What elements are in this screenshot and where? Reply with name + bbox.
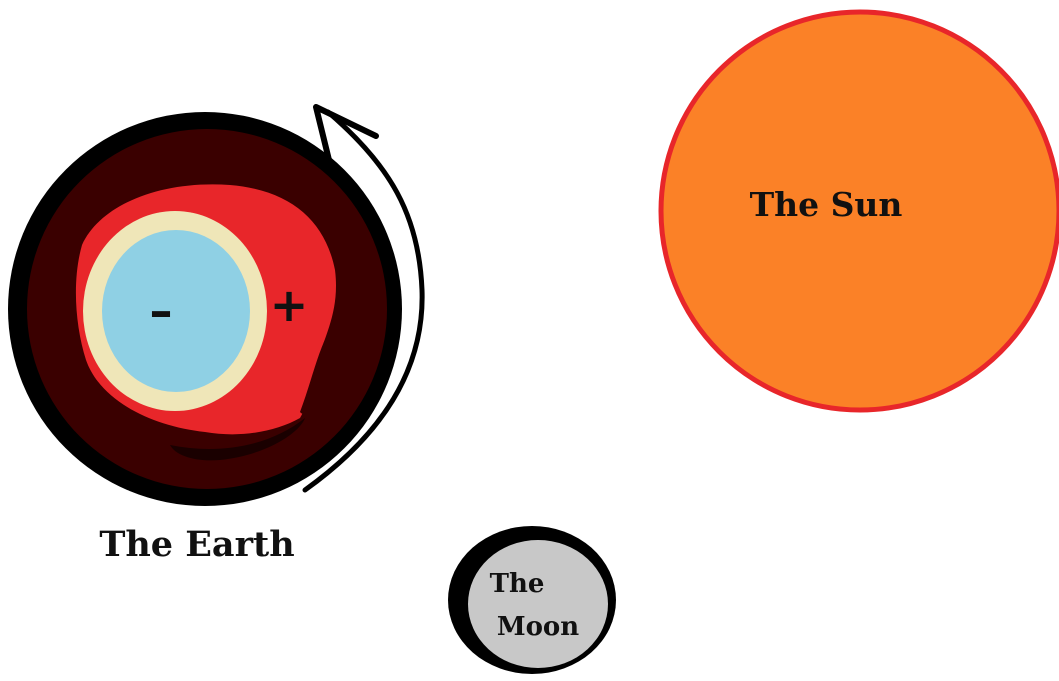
negative-charge-symbol: – xyxy=(150,284,173,338)
moon-label-line2: Moon xyxy=(497,612,579,642)
sun: The Sun xyxy=(661,12,1059,410)
moon-disc xyxy=(468,540,608,668)
moon: The Moon xyxy=(448,526,616,674)
earth-inner-core xyxy=(102,230,250,392)
sun-label: The Sun xyxy=(750,185,903,224)
positive-charge-symbol: + xyxy=(270,278,309,332)
earth-label: The Earth xyxy=(99,524,294,565)
moon-label-line1: The xyxy=(490,569,545,599)
earth: – + The Earth xyxy=(8,112,402,565)
